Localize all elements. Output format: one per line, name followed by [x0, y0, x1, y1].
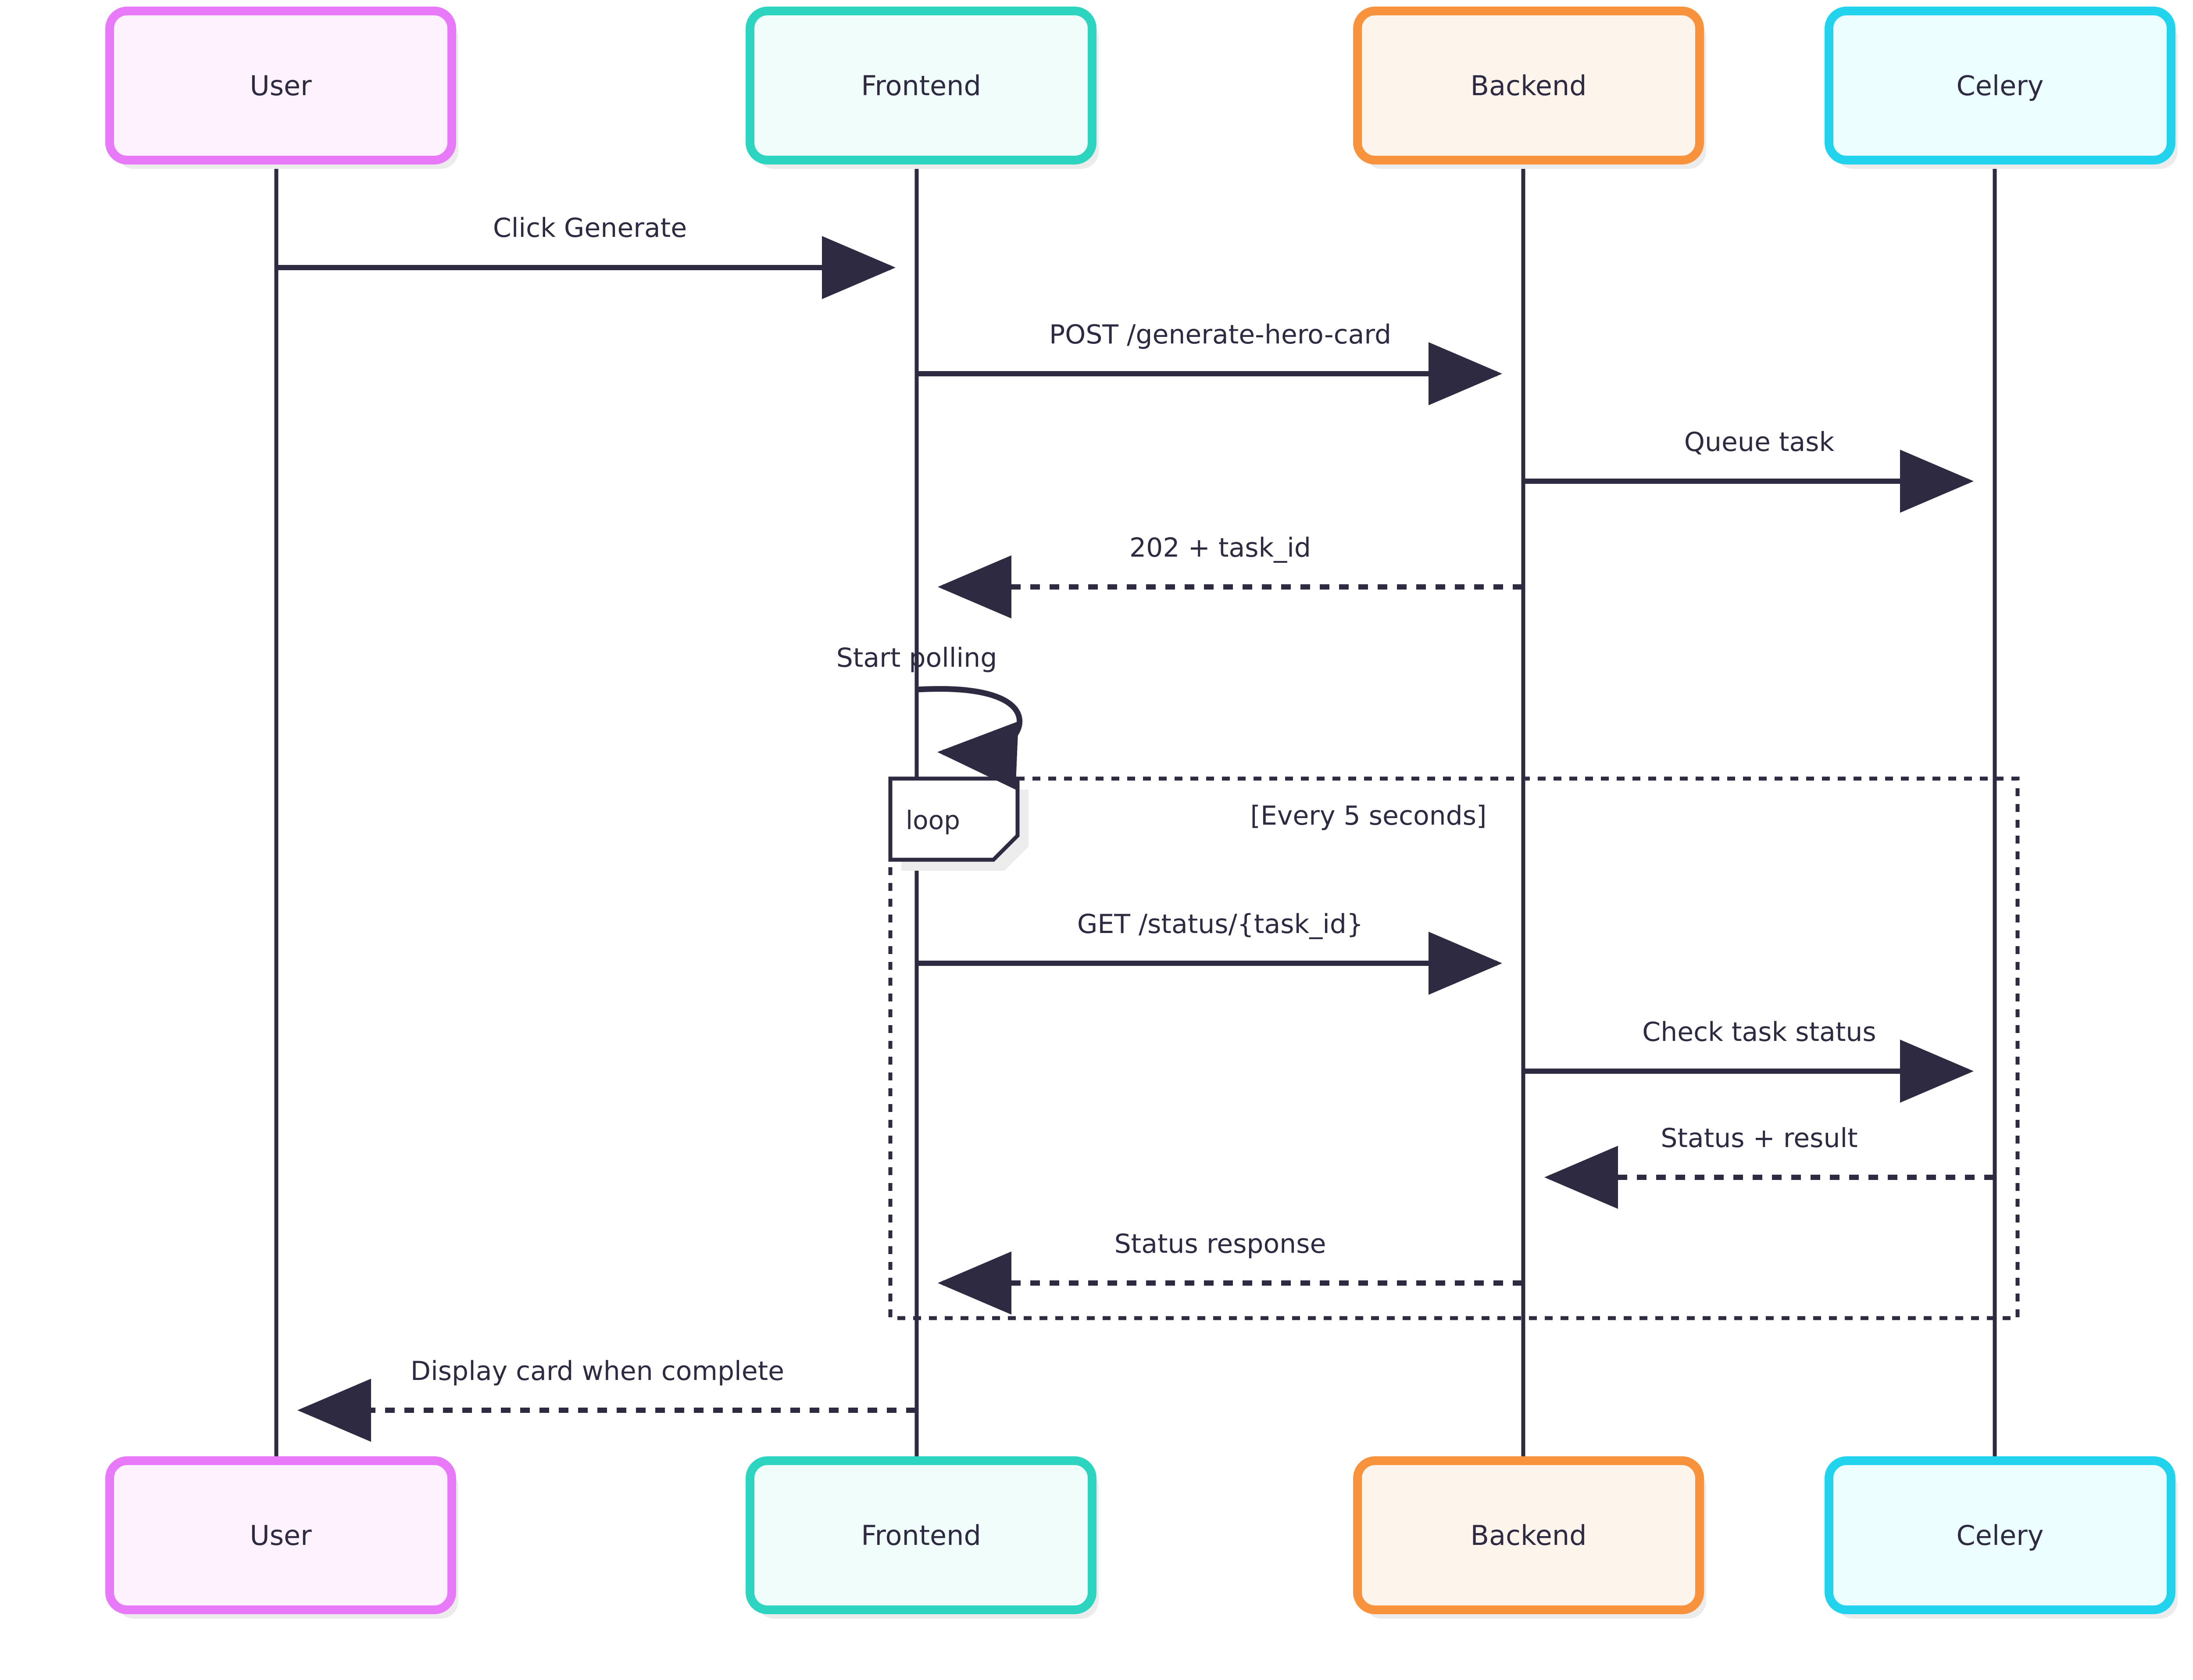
participant-label-user-top: User	[250, 70, 312, 102]
message-start-polling: Start polling	[836, 643, 1023, 790]
loop-frame-border	[888, 776, 2020, 1320]
message-arrow-start-polling	[916, 686, 1023, 790]
message-queue-task: Queue task	[1524, 427, 1974, 513]
message-label-status-response: Status response	[1114, 1229, 1326, 1259]
participant-user-top[interactable]: User	[105, 7, 458, 169]
loop-condition-label: [Every 5 seconds]	[1250, 801, 1487, 831]
message-check-task-status: Check task status	[1524, 1017, 1974, 1103]
participant-label-backend-bottom: Backend	[1470, 1519, 1586, 1551]
participant-label-frontend-bottom: Frontend	[861, 1519, 981, 1551]
message-label-post-generate-hero-card: POST /generate-hero-card	[1049, 319, 1391, 350]
participant-frontend-bottom[interactable]: Frontend	[746, 1456, 1099, 1619]
participant-label-celery-top: Celery	[1957, 70, 2044, 102]
participant-boxes-bottom: User Frontend Backend Celery	[105, 1456, 2178, 1619]
messages: Click Generate POST /generate-hero-card …	[277, 213, 1994, 1442]
message-label-check-task-status: Check task status	[1642, 1017, 1876, 1047]
loop-fragment: [Every 5 seconds] loop	[888, 776, 2020, 1320]
message-label-start-polling: Start polling	[836, 643, 997, 673]
lifelines	[274, 162, 1997, 1456]
message-label-queue-task: Queue task	[1684, 427, 1835, 458]
message-label-click-generate: Click Generate	[493, 213, 687, 243]
message-post-generate-hero-card: POST /generate-hero-card	[918, 319, 1502, 405]
participant-user-bottom[interactable]: User	[105, 1456, 458, 1619]
message-status-result: Status + result	[1544, 1123, 1994, 1209]
message-click-generate: Click Generate	[277, 213, 896, 299]
message-label-status-result: Status + result	[1661, 1123, 1857, 1154]
participant-backend-bottom[interactable]: Backend	[1353, 1456, 1706, 1619]
participant-label-backend-top: Backend	[1470, 70, 1586, 102]
message-status-response: Status response	[938, 1229, 1522, 1315]
message-get-status: GET /status/{task_id}	[918, 909, 1502, 995]
message-202-task-id: 202 + task_id	[938, 533, 1522, 618]
loop-keyword-label: loop	[906, 805, 960, 835]
participant-backend-top[interactable]: Backend	[1353, 7, 1706, 169]
message-label-display-card: Display card when complete	[411, 1356, 784, 1387]
participant-celery-bottom[interactable]: Celery	[1825, 1456, 2178, 1619]
participant-label-user-bottom: User	[250, 1519, 312, 1551]
participant-label-celery-bottom: Celery	[1957, 1519, 2044, 1551]
participant-label-frontend-top: Frontend	[861, 70, 981, 102]
participant-frontend-top[interactable]: Frontend	[746, 7, 1099, 169]
message-display-card: Display card when complete	[297, 1356, 916, 1442]
participant-boxes-top: User Frontend Backend Celery	[105, 7, 2178, 169]
message-label-202-task-id: 202 + task_id	[1129, 533, 1311, 563]
message-label-get-status: GET /status/{task_id}	[1077, 909, 1363, 940]
participant-celery-top[interactable]: Celery	[1825, 7, 2178, 169]
